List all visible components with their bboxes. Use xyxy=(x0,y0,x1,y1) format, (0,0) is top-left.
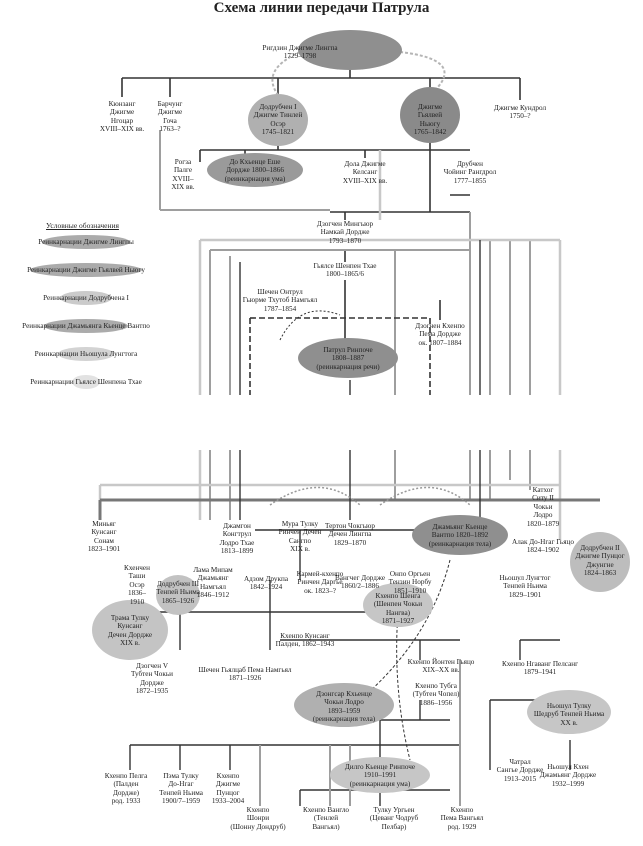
node-dilgo: Дилго Кьенце Ринпоче 1910–1991 (реинкарн… xyxy=(344,763,416,788)
node-khenpo-pelga: Кхенпо Пелга (Палден Дордже) род. 1933 xyxy=(104,772,148,806)
legend-item-3: Реинкарнации Джамьянга Кьенце Вантпо xyxy=(22,322,150,330)
node-adzom: Адзом Друкпа 1842–1924 xyxy=(243,575,289,592)
legend-item-5: Реинкарнации Гьялсе Шенпена Тхае xyxy=(30,378,142,386)
node-khenpo-shonri: Кхенпо Шонри (Шонну Дондруб) xyxy=(230,806,286,831)
node-dzogchen-v: Дзогчен V Тубтен Чокьи Дордже 1872–1935 xyxy=(130,662,174,696)
node-khenpo-yonten: Кхенпо Йонтен Гьяцо XIX–XX вв. xyxy=(407,658,475,675)
node-drubchen-choying: Друбчен Чойинг Рангдрол 1777–1855 xyxy=(443,160,497,185)
ellipse-nyoshul-tulku xyxy=(527,690,611,734)
ellipse-dodrubchen1 xyxy=(248,94,308,146)
node-gyalse-shenpen: Гьялсе Шенпен Тхае 1800–1865/6 xyxy=(313,262,377,279)
node-khenchen-tashi: Кхенчен Таши Осэр 1836– 1910 xyxy=(124,564,150,606)
node-vanchug-dorje: Вангчег Дордже 1860/2–1886 xyxy=(334,574,386,591)
node-rogza: Рогза Палге XVIII– XIX вв. xyxy=(171,158,195,192)
node-katog: Катхог Ситу II Чокьи Лодро 1820–1879 xyxy=(526,486,560,528)
ellipse-dilgo xyxy=(330,757,430,793)
node-khenpo-shenga: Кхенпо Шенга (Шенпен Чокьи Нангва) 1871–… xyxy=(373,592,423,626)
node-mura-tulku: Мура Тулку Ринчен Дечен Сангпо XIX в. xyxy=(278,520,322,554)
node-tulku-urgyen: Тулку Ургьен (Цеванг Чодруб Пелбар) xyxy=(369,806,419,831)
ellipse-dodrubchen3 xyxy=(156,575,200,615)
node-khenpo-vanglo: Кхенпо Ванглo (Тенлей Вангьял) xyxy=(302,806,350,831)
legend-swatch-5 xyxy=(72,375,100,389)
node-dodrubchen1: Додрубчен I Джигме Тинлей Осэр 1745–1821 xyxy=(253,103,303,137)
legend-swatch-3 xyxy=(44,319,128,333)
ellipse-do-khyentse xyxy=(207,153,303,187)
node-khenpo-jigme: Кхенпо Джигме Пунцог 1933–2004 xyxy=(211,772,245,806)
node-chatral: Чатрал Сангье Дордже 1913–2015 xyxy=(496,758,544,783)
legend-item-0: Реинкарнации Джигме Лингпы xyxy=(38,238,134,246)
node-patrul: Патрул Ринпоче 1808–1887 (реинкарнация р… xyxy=(316,346,380,371)
node-shechen-ontrul: Шечен Онтрул Гьюрме Тхутоб Намгьял 1787–… xyxy=(242,288,318,313)
node-dzogchen-mingyur: Дзогчен Мингьюр Намкай Дордже 1793–1870 xyxy=(316,220,374,245)
node-kunzang-ngotsar: Кюнзанг Джигме Нгоцар XVIII–XIX вв. xyxy=(99,100,145,134)
node-khenpo-ngawang: Кхенпо Нгаванг Пелсанг 1879–1941 xyxy=(501,660,579,677)
node-do-khyentse: До Кхьенце Еше Дордже 1800–1866 (реинкар… xyxy=(224,158,286,183)
node-nyoshul-tulku: Ньошул Тулку Шедруб Тенпей Ньима XX в. xyxy=(533,702,605,727)
node-dola: Дола Джигме Келсанг XVIII–XIX вв. xyxy=(342,160,388,185)
legend-item-4: Реинкарнации Ньошула Лунгтога xyxy=(34,350,138,358)
node-khenpo-pema-vangyal: Кхенпо Пема Вангьял род. 1929 xyxy=(440,806,484,831)
node-alak-do: Алак До-Нгаг Гьяцо 1824–1902 xyxy=(512,538,574,555)
ellipse-khenpo-shenga xyxy=(363,583,433,627)
node-khenpo-tubga: Кхенпо Тубга (Тубтен Чопел) 1886–1956 xyxy=(412,682,460,707)
node-dodrubchen3: Додрубчен III Тенпей Ньима 1865–1926 xyxy=(156,580,200,605)
ellipse-gyalwe-nyugu xyxy=(400,87,460,143)
node-jamgon-kongtrul: Джамгон Конгтрул Лодро Тхае 1813–1899 xyxy=(219,522,255,556)
node-shechen-gyaltsab: Шечен Гьялцаб Пема Намгьял 1871–1926 xyxy=(198,666,292,683)
node-rigdzin: Ригдзин Джигме Лингпа 1729–1798 xyxy=(262,44,338,61)
node-trama-tulku: Трама Тулку Кунсанг Дечен Дордже XIX в. xyxy=(107,614,153,648)
legend-swatch-0 xyxy=(42,235,130,249)
ellipse-patrul xyxy=(298,338,398,378)
node-jamyang-khyentse: Джамьянг Кьенце Вантпо 1820–1892 (реинка… xyxy=(428,523,492,548)
node-dodrubchen2: Додрубчен II Джигме Пунцог Джунгне 1824–… xyxy=(575,544,625,578)
node-onpo-orgyen: Онпо Оргьен Тензин Норбу 1851–1910 xyxy=(388,570,432,595)
node-minyag: Миньяг Кунсанг Сонам 1823–1901 xyxy=(87,520,121,554)
ellipse-dzongsar xyxy=(294,683,394,727)
node-lama-mipham: Лама Мипам Джамьянг Намгьял 1846–1912 xyxy=(193,566,233,600)
node-dzogchen-khenpo: Дзогчен Кхенпо Пема Дордже ок. 1807–1884 xyxy=(415,322,465,347)
legend-item-1: Реинкарнации Джигме Гьялвей Ньюгу xyxy=(27,266,145,274)
node-barchung: Барчунг Джигме Гоча 1763–? xyxy=(157,100,183,134)
ellipse-dodrubchen2 xyxy=(570,532,630,592)
legend-swatch-2 xyxy=(60,291,112,305)
node-dzongsar: Дзонгсар Кхьенце Чокьи Лодро 1893–1959 (… xyxy=(312,690,376,724)
legend-swatch-4 xyxy=(58,347,114,361)
legend-heading: Условные обозначения xyxy=(46,221,119,230)
ellipse-jamyang-khyentse xyxy=(412,515,508,555)
node-kundrol: Джигме Кундрол 1750–? xyxy=(493,104,547,121)
node-pema-tulku: Пэма Тулку До-Нгаг Тенпей Ньима 1900/7–1… xyxy=(159,772,203,806)
diagram-title: Схема линии передачи Патрула xyxy=(213,0,430,16)
node-terton-chogyur: Тертон Чокгьюр Дечен Лингпа 1829–1870 xyxy=(324,522,376,547)
legend-swatch-1 xyxy=(30,263,142,277)
node-karmey-khenpo: Кармей-кхенпо Ринчен Даргье ок. 1823–? xyxy=(296,570,344,595)
node-nyoshul-khen: Ньошул Кхен Джамьянг Дордже 1932–1999 xyxy=(539,763,597,788)
legend-item-2: Реинкарнации Додрубчена I xyxy=(43,294,129,302)
node-khenpo-kunsang: Кхенпо Кунсанг Палден, 1862–1943 xyxy=(275,632,335,649)
ellipse-trama-tulku xyxy=(92,600,168,660)
node-gyalwe-nyugu: Джигме Гьялвей Ньюгу 1765–1842 xyxy=(413,103,447,137)
ellipse-rigdzin xyxy=(298,30,402,70)
node-nyoshul-lungtok: Ньошул Лунгтог Тенпей Ньима 1829–1901 xyxy=(499,574,551,599)
